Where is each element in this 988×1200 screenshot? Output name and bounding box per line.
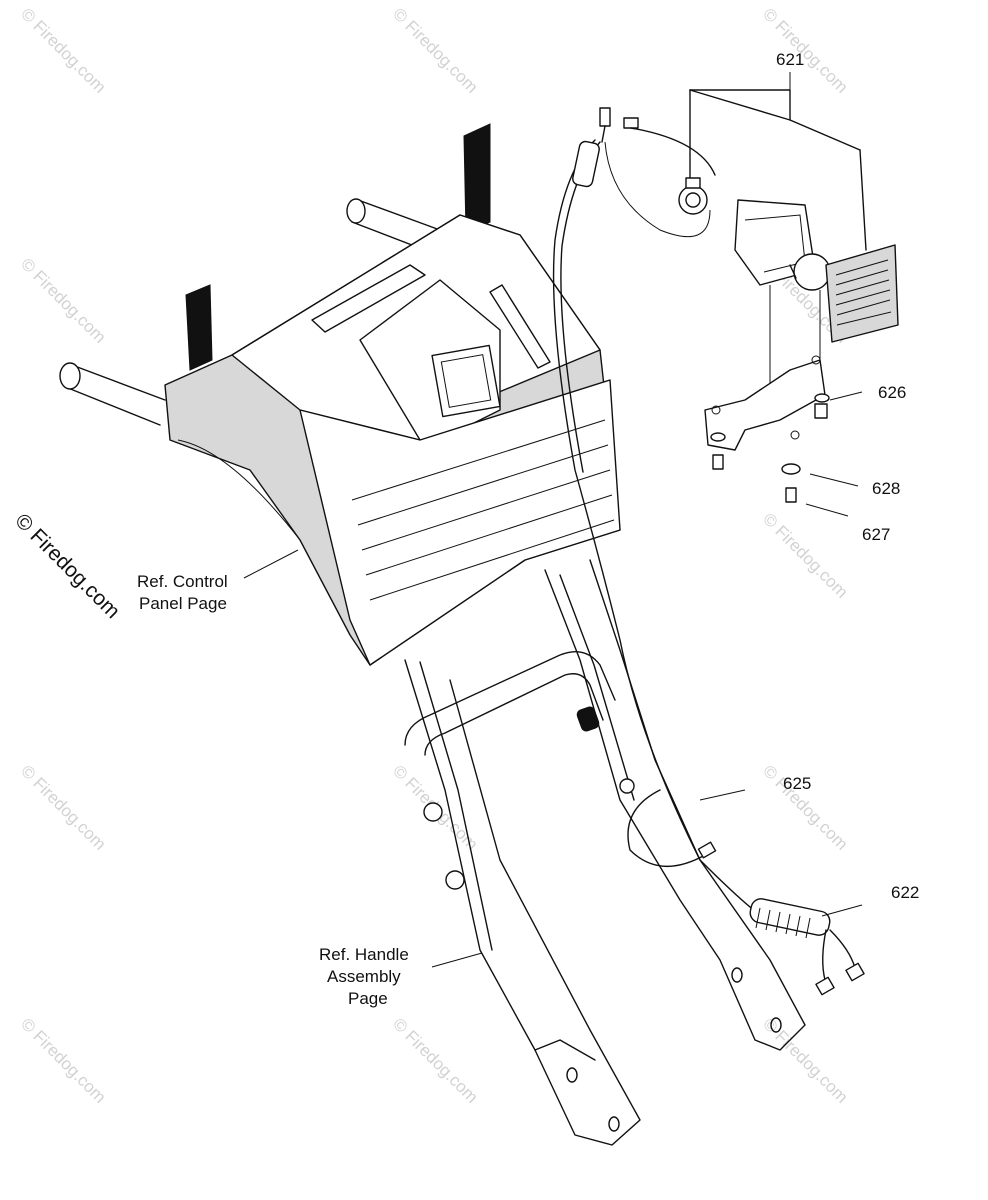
watermark: © Firedog.com (389, 1014, 481, 1106)
watermark: © Firedog.com (389, 4, 481, 96)
callouts: 621 626 628 627 625 622 (776, 50, 919, 902)
reference-labels: Ref. Control Panel Page Ref. Handle Asse… (137, 572, 409, 1008)
watermark: © Firedog.com (17, 4, 109, 96)
ref-handle-line3: Page (348, 989, 388, 1008)
handle-assembly (404, 559, 806, 1146)
callout-627: 627 (862, 525, 890, 544)
callout-628: 628 (872, 479, 900, 498)
ref-handle-line1: Ref. Handle (319, 945, 409, 964)
callout-626: 626 (878, 383, 906, 402)
watermark-main: © Firedog.com (10, 509, 124, 623)
watermark: © Firedog.com (759, 509, 851, 601)
ref-control-panel-line1: Ref. Control (137, 572, 228, 591)
headlight-assembly (678, 89, 899, 503)
ref-handle-line2: Assembly (327, 967, 401, 986)
watermark: © Firedog.com (17, 761, 109, 853)
watermark: © Firedog.com (759, 4, 851, 96)
callout-625: 625 (783, 774, 811, 793)
watermark: © Firedog.com (17, 1014, 109, 1106)
watermark: © Firedog.com (759, 1014, 851, 1106)
leader-lines (243, 72, 863, 968)
handle-tubes (59, 123, 491, 426)
watermark: © Firedog.com (17, 254, 109, 346)
callout-622: 622 (891, 883, 919, 902)
wiring-harness (552, 107, 865, 996)
callout-621: 621 (776, 50, 804, 69)
ref-control-panel-line2: Panel Page (139, 594, 227, 613)
control-panel-housing (164, 214, 621, 666)
